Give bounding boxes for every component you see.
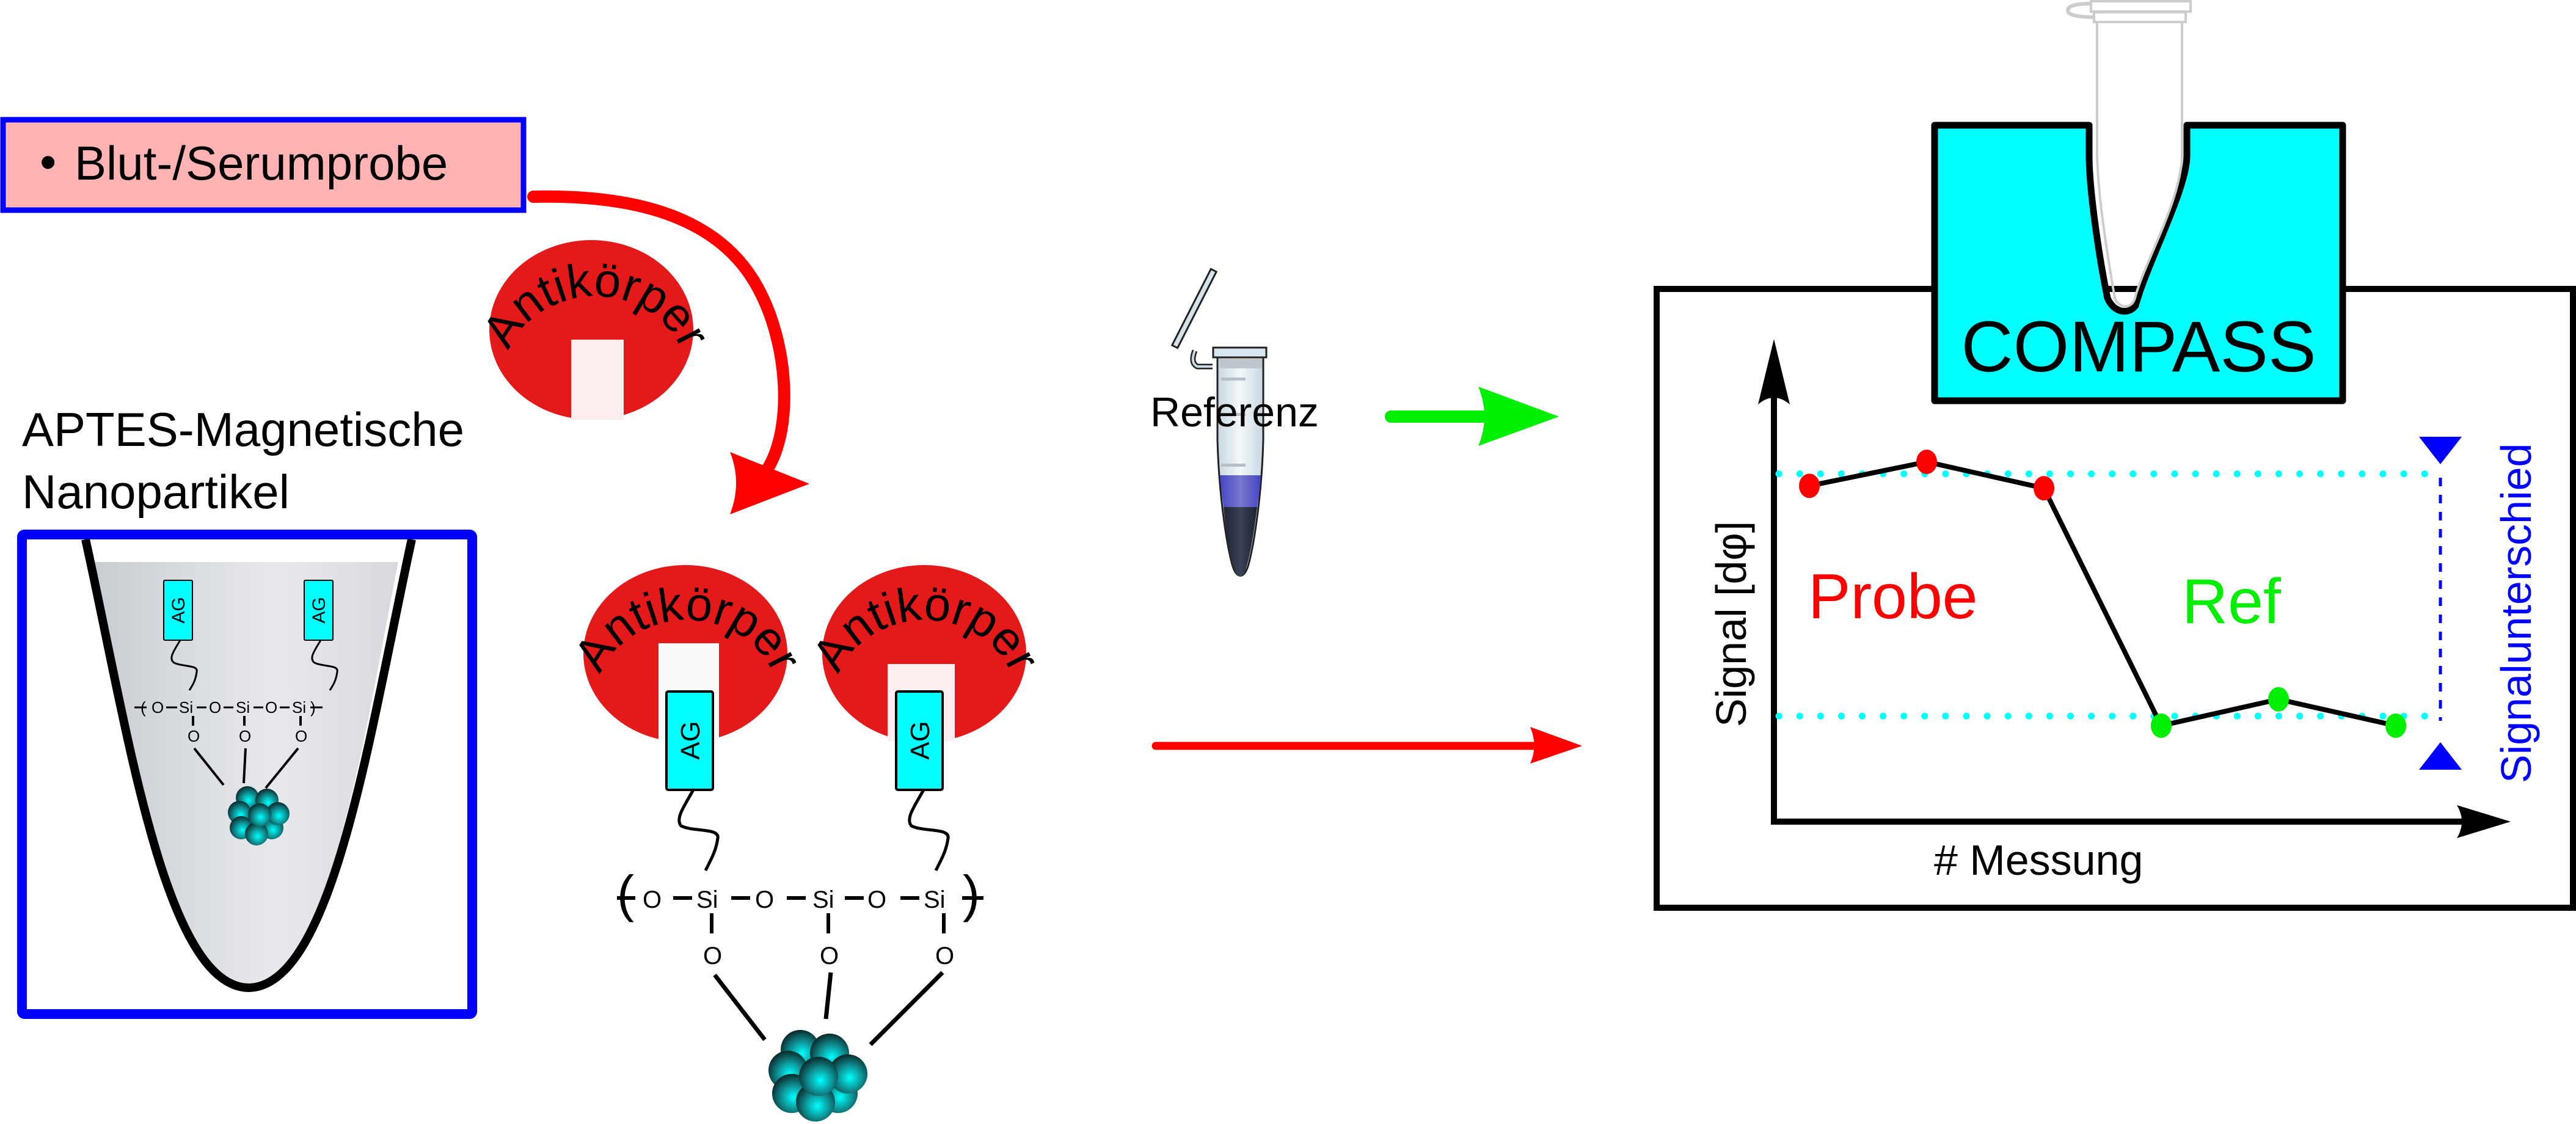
reference-tube <box>1170 268 1268 577</box>
y-axis-label: Signal [dφ] <box>1707 521 1755 727</box>
atom: O <box>643 886 662 913</box>
antibody-bound-right: Antikörper AG <box>801 565 1051 872</box>
reference-to-device-arrow <box>1385 387 1559 446</box>
antigen-tag: AG <box>163 580 198 691</box>
atom: O <box>209 698 221 717</box>
reference-lines <box>1775 470 2444 720</box>
signal-line <box>1809 459 2396 729</box>
antibody-binding-site <box>571 340 624 420</box>
y-axis-arrowhead <box>1758 339 1790 404</box>
sample-bullet: • <box>40 135 56 189</box>
atom: O <box>703 943 722 969</box>
atom: O <box>935 943 954 969</box>
tube-rim <box>1219 359 1262 368</box>
data-point-probe <box>1916 450 1937 475</box>
compass-device: COMPASS <box>1931 0 2346 404</box>
antibody-shape <box>822 565 1026 742</box>
atom: Si <box>812 886 834 913</box>
sample-box-frame <box>0 117 527 213</box>
atom: O <box>265 698 277 717</box>
x-axis-label: # Messung <box>1934 836 2143 884</box>
antigen-box <box>304 580 334 641</box>
signal-difference-marker-top <box>2419 437 2462 464</box>
antigen-label: AG <box>676 721 706 760</box>
tube-outline <box>81 538 416 993</box>
antigen-label: AG <box>309 597 329 623</box>
probe-to-device-arrow <box>1151 727 1582 764</box>
antibody-free: Antikörper <box>472 240 721 420</box>
antigen-box <box>895 690 944 791</box>
data-point-ref <box>2385 713 2406 738</box>
linker <box>311 640 338 691</box>
measurement-panel: Probe Ref Signalunterschied Signal [dφ] … <box>1654 0 2576 911</box>
graph: Probe Ref Signalunterschied Signal [dφ] … <box>1707 339 2540 884</box>
atom: O <box>188 727 200 745</box>
atom: O <box>151 698 164 717</box>
atom: Si <box>292 698 306 717</box>
curved-arrow-line <box>527 190 790 476</box>
nanoparticle-cluster-large <box>768 1030 867 1122</box>
atom: O <box>820 943 839 969</box>
atom: Si <box>924 886 946 913</box>
signal-difference-marker-bottom <box>2419 742 2462 770</box>
tube-pellet <box>1224 507 1257 577</box>
siloxane-chain-small: ( O Si O Si O Si ) O O O <box>134 698 323 789</box>
sample-tube-cap <box>2090 0 2192 13</box>
curved-arrow-head <box>730 452 809 514</box>
compass-body <box>1931 122 2346 404</box>
nanoparticle-label-line2: Nanopartikel <box>22 465 290 519</box>
antigen-box <box>163 580 193 641</box>
tube-liquid <box>1220 475 1261 507</box>
data-point-ref <box>2151 713 2172 738</box>
nanoparticle-tube-box: AG AG ( O Si O Si O Si ) <box>17 530 477 1019</box>
tube-cap <box>1212 346 1268 359</box>
sample-tube-hinge <box>2065 2 2095 19</box>
siloxane-chain-large: ( O Si O Si O Si ) O O O <box>617 865 983 1046</box>
bracket-left: ( <box>617 865 634 922</box>
antigen-label: AG <box>169 597 189 623</box>
atom: Si <box>179 698 193 717</box>
nanoparticle-cluster-small <box>228 786 290 845</box>
linker <box>908 789 950 872</box>
reference-label: Referenz <box>1150 389 1319 436</box>
data-point-probe <box>1799 473 1820 498</box>
bracket-right: ) <box>963 865 980 922</box>
antigen-label: AG <box>905 721 935 760</box>
arrow-head <box>1478 387 1559 446</box>
sample-box: • Blut-/Serumprobe <box>0 117 527 213</box>
antibody-shape <box>489 240 693 420</box>
compass-label: COMPASS <box>1961 307 2316 387</box>
sample-to-antibody-arrow <box>527 190 809 514</box>
data-point-ref <box>2268 687 2289 712</box>
atom: O <box>867 886 886 913</box>
arrow-head <box>1530 727 1582 764</box>
probe-annotation: Probe <box>1808 561 1978 632</box>
nanoparticle-label-line1: APTES-Magnetische <box>22 403 464 456</box>
antigen-tag: AG <box>304 580 338 691</box>
atom: Si <box>236 698 250 717</box>
sample-tube-outline <box>2096 23 2183 308</box>
x-axis-arrowhead <box>2457 805 2511 838</box>
tube-lid <box>1170 268 1218 349</box>
linker <box>170 640 198 691</box>
signal-difference-label: Signalunterschied <box>2492 443 2540 783</box>
sample-tube-in-device <box>2065 0 2192 308</box>
atom: O <box>755 886 774 913</box>
antibody-bound-left: Antikörper AG <box>563 565 812 872</box>
atom: O <box>239 727 251 745</box>
data-point-probe <box>2034 476 2054 501</box>
atom: O <box>295 727 307 745</box>
atom: Si <box>696 886 718 913</box>
sample-tube-rim <box>2093 11 2187 23</box>
linker <box>677 789 720 872</box>
series-layer <box>1799 450 2406 738</box>
sample-label: Blut-/Serumprobe <box>75 136 448 190</box>
antigen-box <box>665 690 714 791</box>
ref-annotation: Ref <box>2182 566 2282 637</box>
